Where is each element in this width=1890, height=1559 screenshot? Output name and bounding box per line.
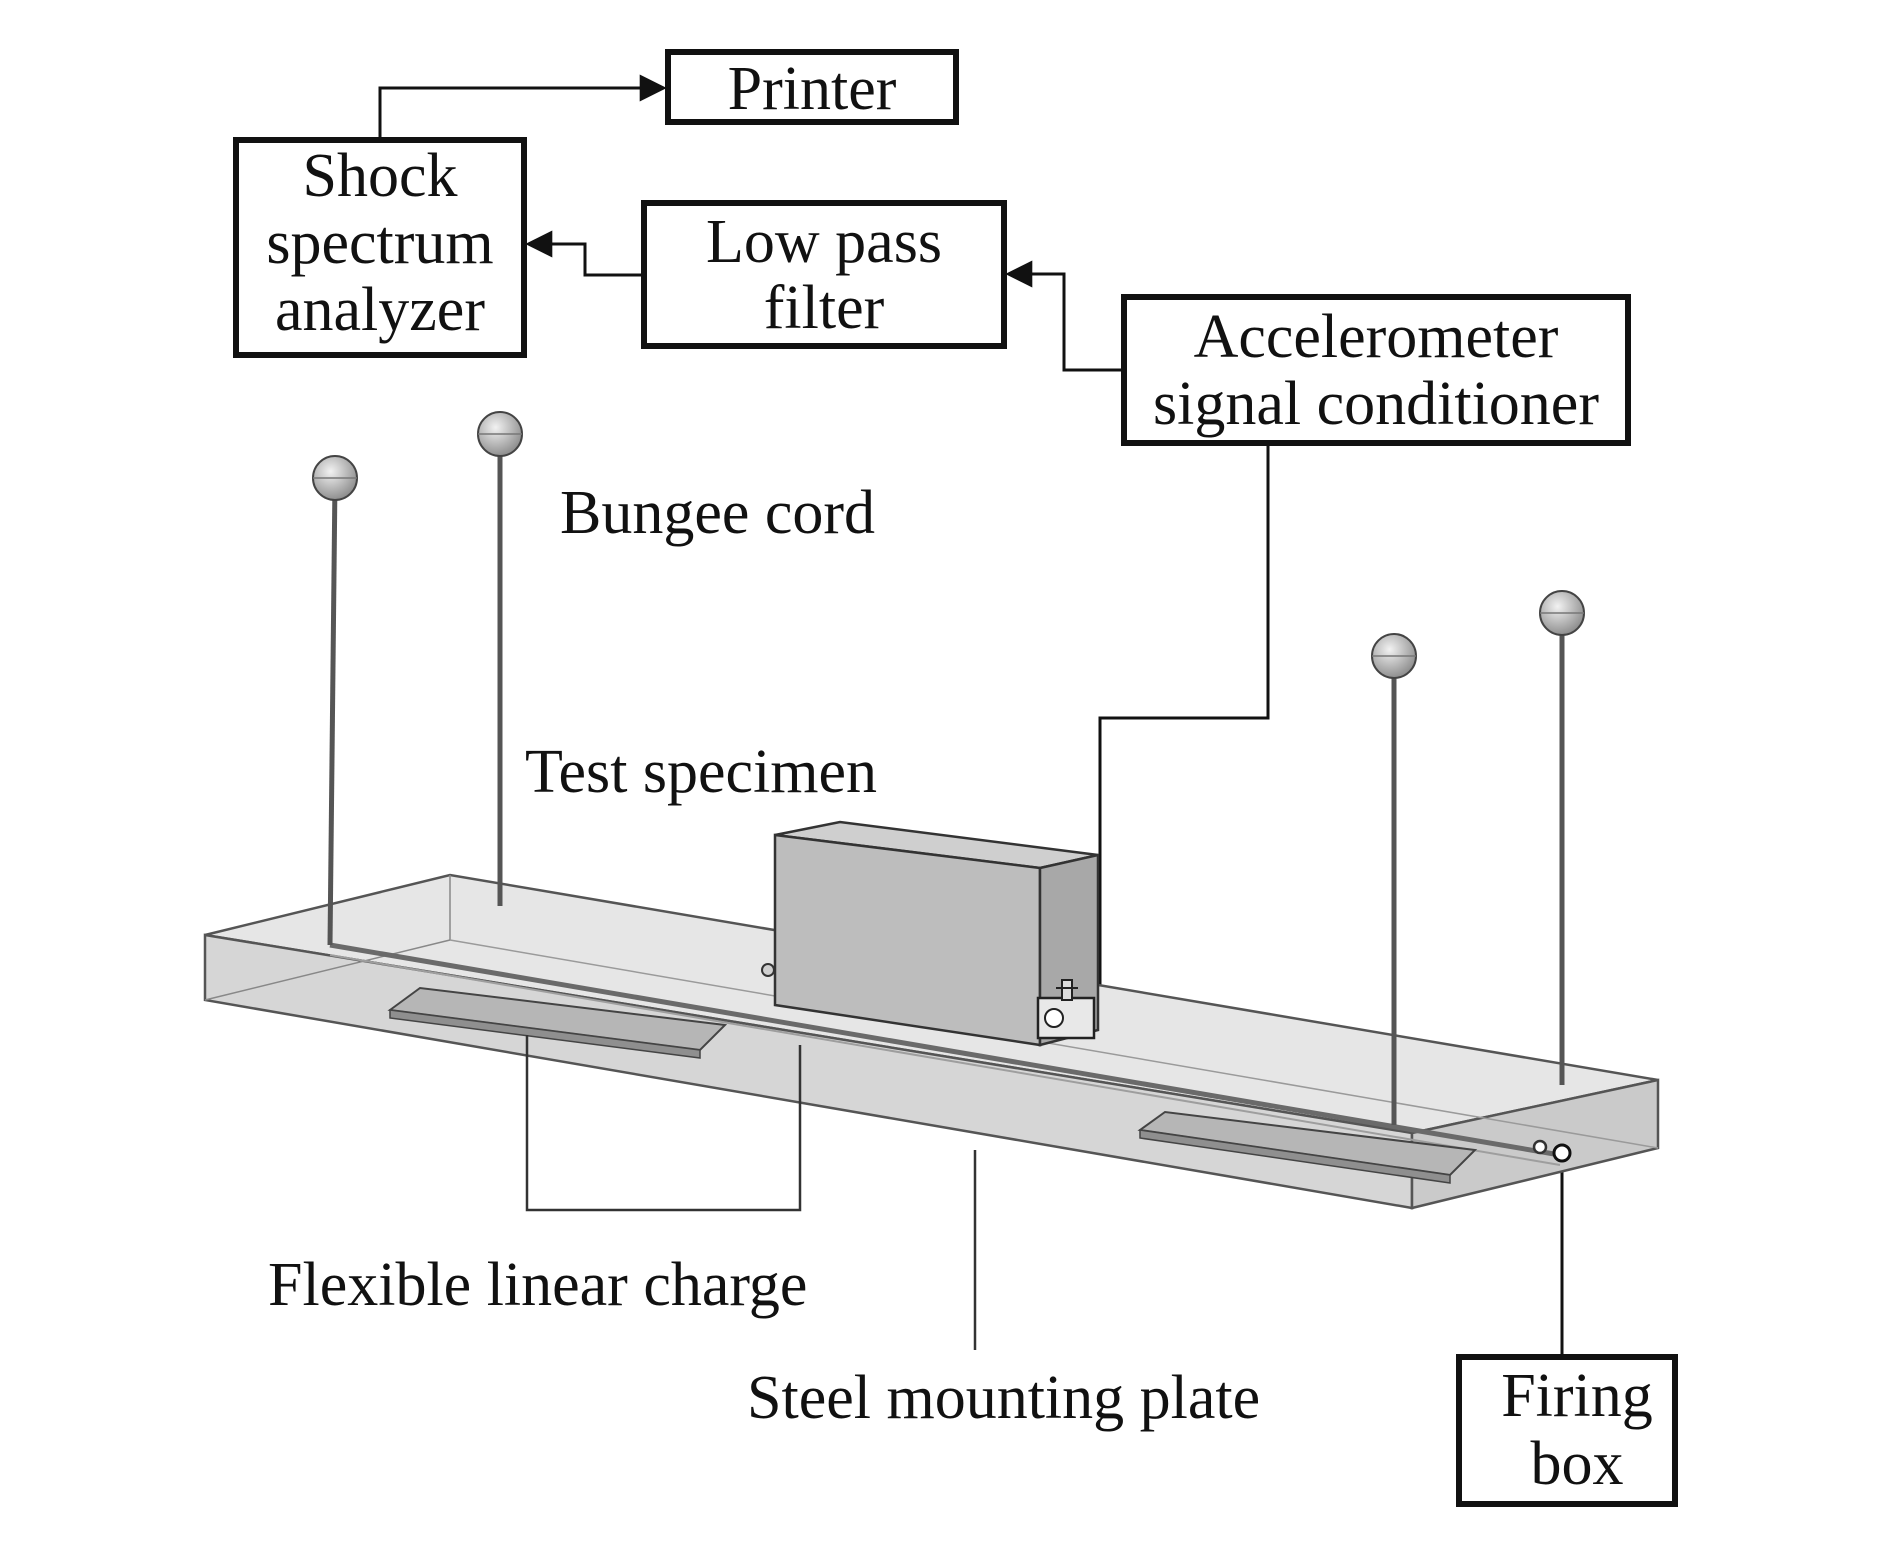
conditioner-to-filter-wire	[1005, 260, 1124, 372]
shock-analyzer-label-line1: Shock	[303, 142, 458, 210]
accelerometer-cable	[1098, 443, 1270, 990]
bungee-cord-label: Bungee cord	[560, 479, 875, 547]
low-pass-filter-label-line2: filter	[764, 274, 885, 342]
linear-charge-groove	[329, 942, 1561, 1158]
accelerometer-signal-conditioner-block: Accelerometer signal conditioner	[1121, 294, 1631, 446]
plate-inner-edge	[204, 939, 451, 1001]
firing-box-label-line2: box	[1531, 1430, 1624, 1498]
filter-to-analyzer-wire	[525, 230, 644, 277]
shock-spectrum-analyzer-block: Shock spectrum analyzer	[233, 137, 527, 358]
accelerometer-mount	[1036, 979, 1096, 1040]
low-pass-filter-block: Low pass filter	[641, 200, 1007, 349]
printer-block: Printer	[665, 49, 959, 125]
firing-box-block: Firing box	[1456, 1354, 1678, 1507]
firing-connector	[1552, 1143, 1572, 1163]
analyzer-to-printer-wire	[378, 74, 667, 140]
specimen-side-bolt	[761, 963, 775, 977]
accelerometer-label-line1: Accelerometer	[1194, 303, 1559, 371]
flexible-linear-charge-leader	[525, 1035, 802, 1212]
charge-end-connector	[1532, 1139, 1548, 1155]
shock-analyzer-label-line2: spectrum	[266, 209, 493, 277]
bungee-cord-4	[1539, 590, 1585, 1085]
plate-inner-edge-long	[449, 939, 1659, 1149]
printer-label: Printer	[728, 55, 897, 123]
shock-analyzer-label-line3: analyzer	[275, 276, 485, 344]
firing-box-label-line1: Firing	[1501, 1362, 1653, 1430]
bungee-cord-3	[1371, 633, 1417, 1125]
accelerometer-label-line2: signal conditioner	[1153, 370, 1599, 438]
steel-mounting-plate-label: Steel mounting plate	[747, 1364, 1260, 1432]
flexible-linear-charge-right	[1137, 1110, 1478, 1184]
bungee-cord-2	[477, 411, 523, 906]
linear-charge-groove-highlight	[329, 954, 1561, 1166]
low-pass-filter-label-line1: Low pass	[706, 208, 942, 276]
test-specimen-label: Test specimen	[525, 738, 877, 806]
bungee-cord-1	[312, 455, 358, 946]
flexible-linear-charge-label: Flexible linear charge	[268, 1251, 807, 1319]
flexible-linear-charge-left	[387, 986, 728, 1059]
